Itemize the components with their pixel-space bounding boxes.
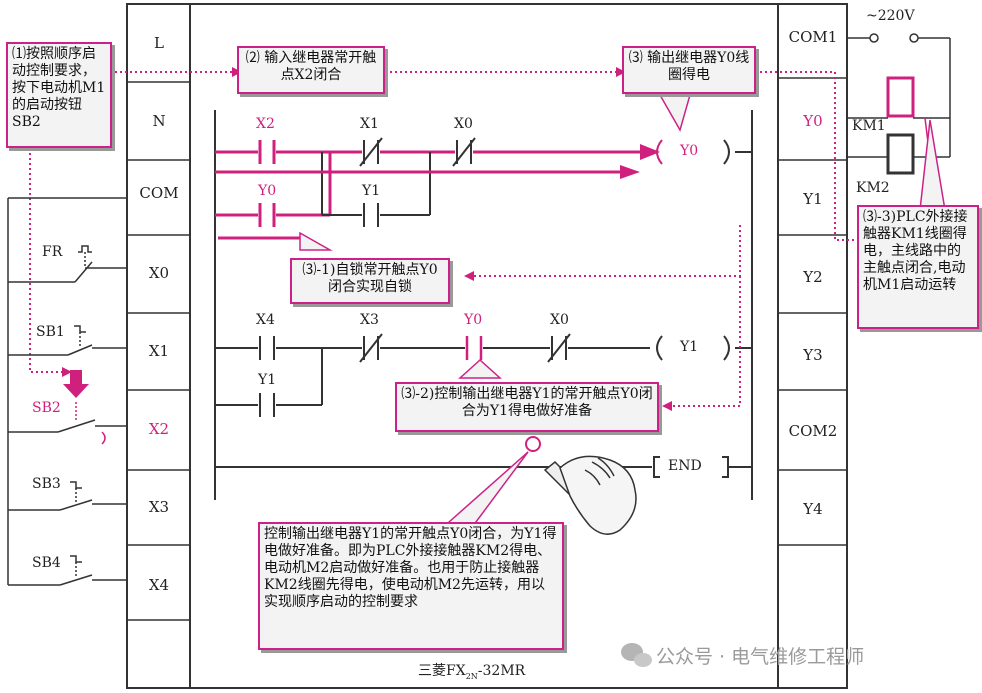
left-terminal-grid bbox=[127, 81, 190, 621]
note-step3: ⑶ 输出继电器Y0线圈得电 bbox=[622, 46, 756, 94]
contact-x3-label: X3 bbox=[360, 312, 379, 328]
terminal-x3: X3 bbox=[148, 498, 170, 516]
terminal-com1: COM1 bbox=[788, 28, 838, 46]
terminal-y3: Y3 bbox=[803, 346, 823, 364]
sb4-switch bbox=[59, 555, 93, 586]
output-wiring bbox=[847, 33, 951, 158]
terminal-com2: COM2 bbox=[788, 422, 838, 440]
terminal-x1: X1 bbox=[148, 342, 170, 360]
sb3-label: SB3 bbox=[32, 476, 61, 492]
rung-2 bbox=[215, 333, 752, 417]
terminal-x4: X4 bbox=[148, 576, 170, 594]
fr-contact bbox=[74, 245, 93, 283]
terminal-n: N bbox=[152, 112, 166, 130]
note-step3-1: ⑶-1)自锁常开触点Y0闭合实现自锁 bbox=[290, 258, 450, 304]
guide-lines bbox=[29, 71, 858, 407]
coil-y0-label: Y0 bbox=[680, 143, 699, 159]
km1-coil bbox=[886, 76, 915, 118]
km1-label: KM1 bbox=[852, 118, 886, 134]
end-label: END bbox=[668, 458, 702, 474]
sb1-switch bbox=[67, 325, 93, 356]
terminal-l: L bbox=[154, 34, 164, 52]
contact-y1-label: Y1 bbox=[258, 372, 277, 388]
terminal-y2: Y2 bbox=[803, 268, 823, 286]
watermark-text: 公众号 · 电气维修工程师 bbox=[656, 646, 865, 668]
sb2-label: SB2 bbox=[32, 400, 61, 416]
sb4-label: SB4 bbox=[32, 555, 61, 571]
contact-y0-self-label: Y0 bbox=[258, 183, 277, 199]
rung-1 bbox=[215, 137, 752, 240]
contact-x2-label: X2 bbox=[256, 116, 275, 132]
sb3-switch bbox=[59, 481, 93, 511]
plc-frame bbox=[126, 3, 848, 689]
terminal-x2: X2 bbox=[148, 420, 170, 438]
input-wiring bbox=[7, 197, 127, 586]
terminal-x0: X0 bbox=[148, 264, 170, 282]
note-step3-3: ⑶-3)PLC外接接触器KM1线圈得电，主线路中的主触点闭合,电动机M1启动运转 bbox=[857, 205, 979, 329]
note-bottom: 控制输出继电器Y1的常开触点Y0闭合，为Y1得电做好准备。即为PLC外接接触器K… bbox=[258, 522, 564, 650]
km2-label: KM2 bbox=[856, 180, 890, 196]
note-step3-2: ⑶-2)控制输出继电器Y1的常开触点Y0闭合为Y1得电做好准备 bbox=[395, 382, 659, 432]
km2-coil bbox=[886, 133, 915, 175]
terminal-y0: Y0 bbox=[803, 112, 823, 130]
contact-x0b-label: X0 bbox=[550, 312, 569, 328]
contact-x0-label: X0 bbox=[454, 116, 473, 132]
terminal-y1: Y1 bbox=[803, 190, 823, 208]
hand-pen-icon bbox=[543, 455, 637, 535]
contact-y1-parallel-label: Y1 bbox=[362, 183, 381, 199]
note-step1: ⑴按照顺序启动控制要求，按下电动机M1的启动按钮SB2 bbox=[6, 42, 112, 148]
note-step2: ⑵ 输入继电器常开触点X2闭合 bbox=[237, 46, 385, 94]
terminal-com: COM bbox=[139, 184, 179, 202]
supply-label: ~220V bbox=[866, 8, 915, 24]
plc-model-label: 三菱FX2N-32MR bbox=[418, 663, 526, 681]
terminal-y4: Y4 bbox=[803, 500, 823, 518]
contact-x4-label: X4 bbox=[256, 312, 275, 328]
contact-y0-label: Y0 bbox=[464, 312, 483, 328]
fr-label: FR bbox=[42, 244, 63, 260]
wechat-icon bbox=[621, 643, 652, 667]
contact-x1-label: X1 bbox=[360, 116, 379, 132]
coil-y1-label: Y1 bbox=[680, 339, 699, 355]
right-terminal-grid bbox=[778, 77, 847, 546]
sb1-label: SB1 bbox=[36, 324, 65, 340]
sb2-switch bbox=[57, 370, 106, 445]
